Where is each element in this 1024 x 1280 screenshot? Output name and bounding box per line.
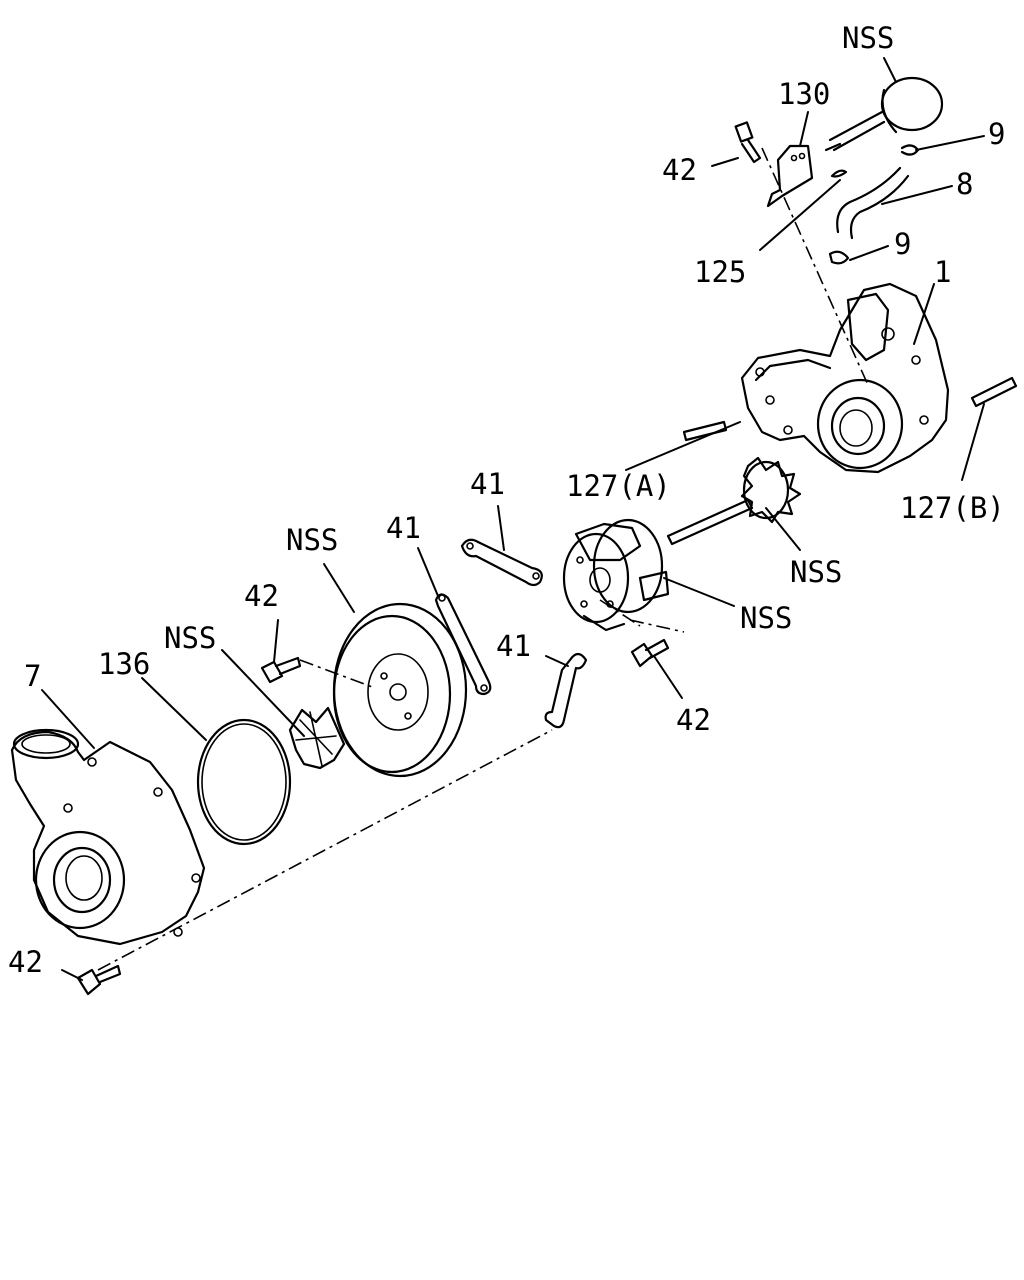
callout-labels: NSS 130 42 9 8 125 9 1 127(A) 127(B) 41 … <box>8 21 1005 979</box>
compressor-backplate <box>332 602 468 778</box>
callout-nss-backplate: NSS <box>286 523 338 557</box>
turbine-housing <box>740 282 950 474</box>
actuator-bracket <box>766 144 814 208</box>
callout-125: 125 <box>694 255 746 289</box>
callout-nss-shaft: NSS <box>790 555 842 589</box>
callout-127a: 127(A) <box>566 469 671 503</box>
hose <box>836 166 910 240</box>
bracket-bolt <box>734 121 762 164</box>
compressor-wheel <box>288 706 346 770</box>
callout-9-middle: 9 <box>894 227 911 261</box>
gasket-41-lower <box>544 652 588 729</box>
leader-lines <box>41 57 985 981</box>
callout-136: 136 <box>98 647 150 681</box>
hose-clamp-middle <box>828 250 850 265</box>
stud-127b <box>970 376 1018 408</box>
stud-127a <box>682 420 728 442</box>
callout-9-top: 9 <box>988 117 1005 151</box>
gasket-41-middle <box>434 593 492 696</box>
compressor-housing-bolt <box>76 964 122 996</box>
o-ring-inner <box>201 723 287 841</box>
callout-7: 7 <box>24 659 41 693</box>
gasket-41-top <box>460 538 543 587</box>
callout-42-bottom: 42 <box>8 945 43 979</box>
callout-41-top: 41 <box>470 467 505 501</box>
callout-42-backplate: 42 <box>244 579 279 613</box>
callout-8: 8 <box>956 167 973 201</box>
callout-127b: 127(B) <box>900 491 1005 525</box>
callout-41-lower: 41 <box>496 629 531 663</box>
callout-41-middle: 41 <box>386 511 421 545</box>
bearing-housing-bolt <box>630 638 670 668</box>
callout-42-bracket: 42 <box>662 153 697 187</box>
bearing-housing <box>562 518 670 632</box>
callout-130: 130 <box>778 77 830 111</box>
clip <box>830 169 848 178</box>
compressor-housing <box>10 728 206 946</box>
wastegate-actuator <box>824 76 944 152</box>
callout-1: 1 <box>934 255 951 289</box>
callout-nss-actuator: NSS <box>842 21 894 55</box>
callout-42-bearing: 42 <box>676 703 711 737</box>
turbine-shaft-wheel <box>666 456 802 546</box>
callout-nss-impeller: NSS <box>164 621 216 655</box>
callout-nss-bearing: NSS <box>740 601 792 635</box>
o-ring <box>196 718 292 846</box>
backplate-bolt <box>260 656 302 684</box>
